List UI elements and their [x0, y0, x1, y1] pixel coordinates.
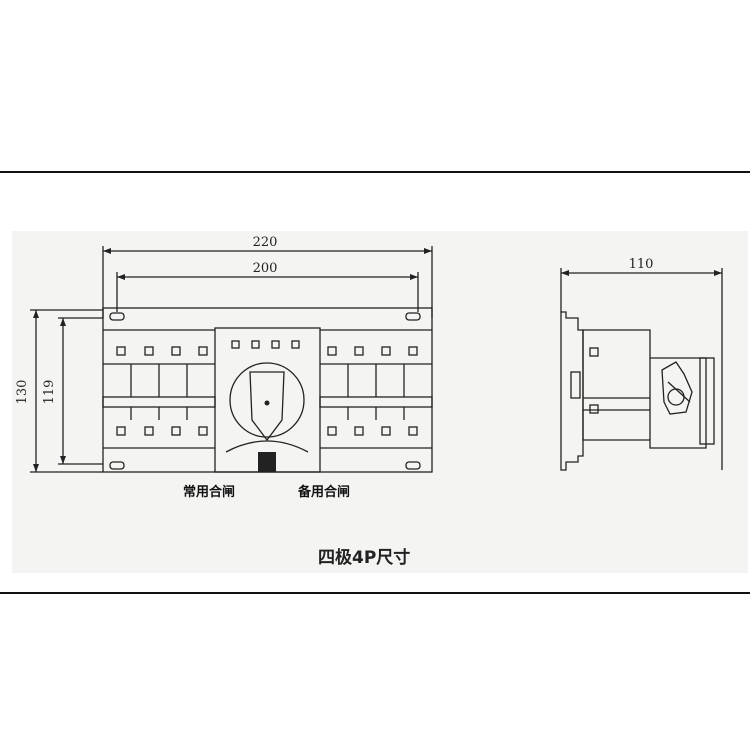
dim-110-label: 110	[629, 257, 654, 272]
drawing-panel	[12, 231, 748, 573]
dim-119-label: 119	[42, 380, 57, 405]
standby-close-label: 备用合闸	[298, 485, 351, 500]
front-view: 220 200 130 119	[15, 235, 433, 473]
mount-slot	[405, 312, 421, 321]
side-handle-icon	[661, 361, 693, 415]
mount-slot	[405, 461, 421, 470]
dim-200-label: 200	[253, 261, 278, 276]
mount-slot	[109, 461, 125, 470]
center-switch-module	[214, 327, 321, 473]
top-divider	[0, 171, 750, 173]
side-body	[582, 329, 707, 449]
bottom-divider	[0, 592, 750, 594]
din-rail	[560, 311, 584, 471]
figure-caption: 四极4P尺寸	[318, 548, 411, 568]
dial-handle-icon	[249, 371, 285, 442]
left-breaker-block	[102, 329, 216, 449]
dim-220-label: 220	[253, 235, 278, 250]
side-view: 110	[560, 257, 723, 471]
dim-130-label: 130	[15, 380, 30, 405]
side-knob-base	[699, 357, 715, 445]
right-breaker-block	[319, 329, 433, 449]
normal-close-label: 常用合闸	[183, 485, 236, 500]
rotary-dial	[229, 362, 305, 438]
mount-slot	[109, 312, 125, 321]
interlock-block	[258, 452, 276, 472]
